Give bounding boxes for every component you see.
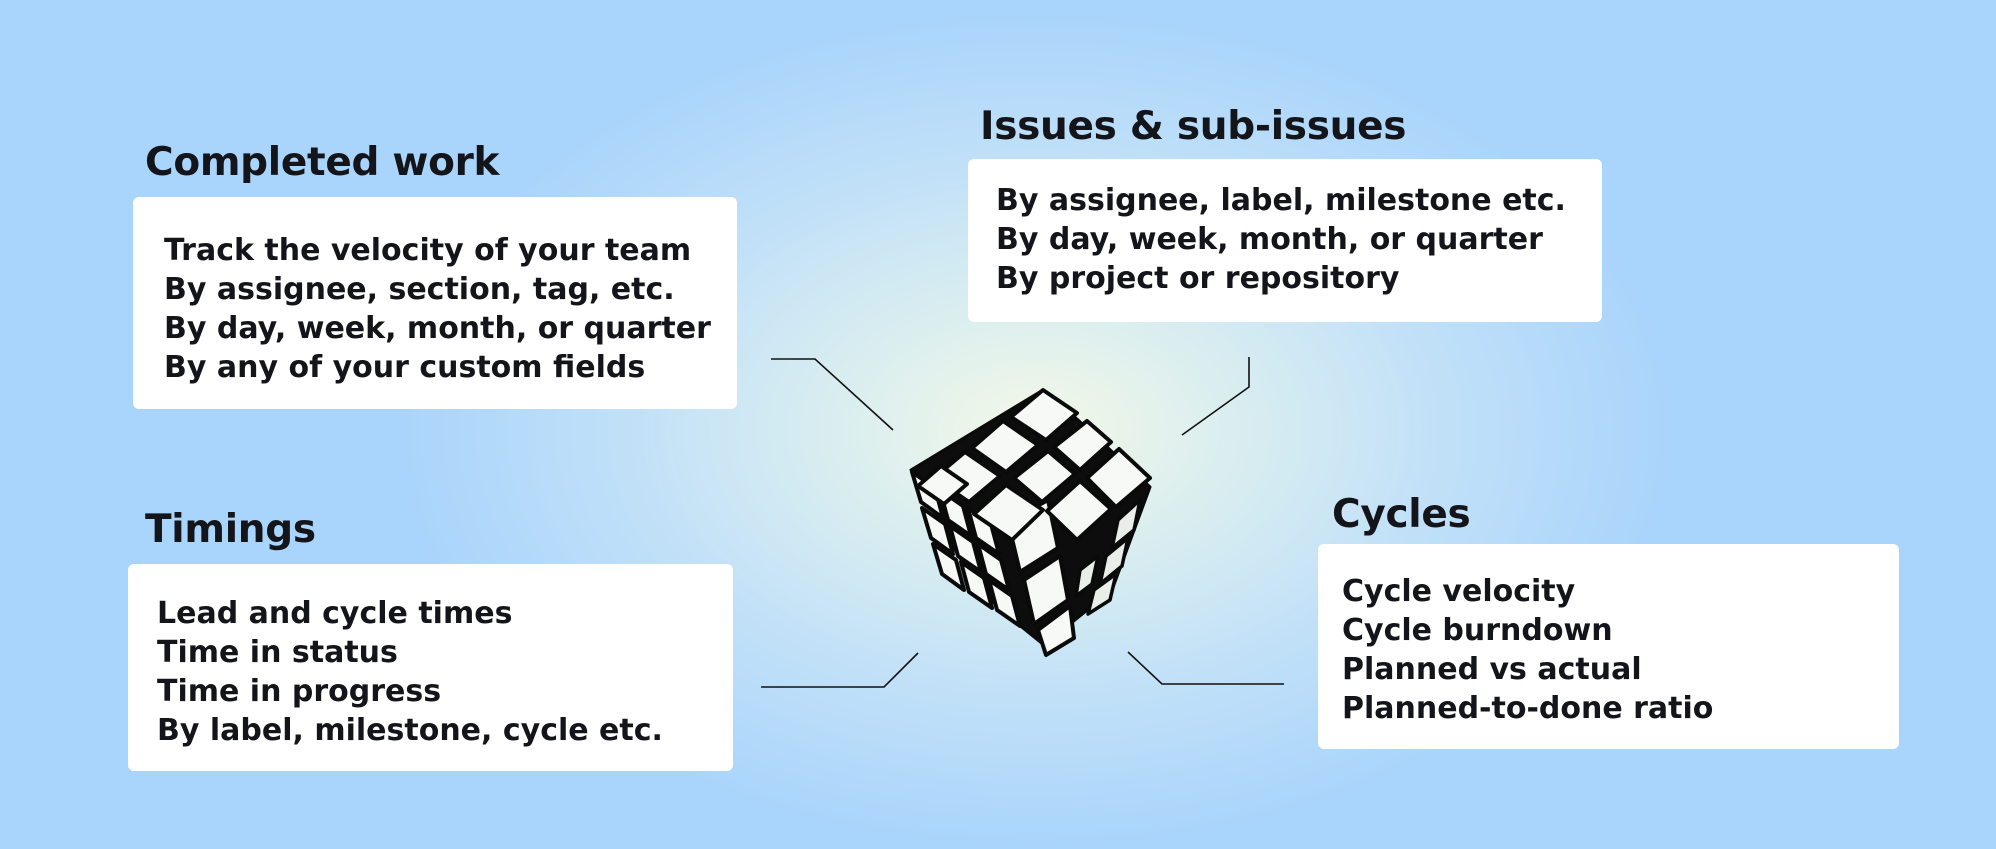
cube-top-face <box>916 388 1152 542</box>
connector-completed-work <box>771 358 894 431</box>
timings-item: Time in status <box>157 635 398 670</box>
completed-work-title: Completed work <box>145 140 500 185</box>
cycles-item: Planned-to-done ratio <box>1342 691 1714 726</box>
cycles-title: Cycles <box>1332 492 1471 537</box>
timings-card: Lead and cycle times Time in status Time… <box>128 564 733 771</box>
cube-front-face <box>1006 498 1076 657</box>
cube-left-face <box>910 470 1022 628</box>
issues-card: By assignee, label, milestone etc. By da… <box>968 159 1602 322</box>
connector-cycles <box>1127 651 1284 685</box>
issues-item: By assignee, label, milestone etc. <box>996 183 1566 218</box>
timings-item: By label, milestone, cycle etc. <box>157 713 663 748</box>
connector-timings <box>761 652 919 688</box>
completed-work-item: By assignee, section, tag, etc. <box>164 272 675 307</box>
timings-item: Lead and cycle times <box>157 596 513 631</box>
completed-work-item: Track the velocity of your team <box>164 233 692 268</box>
timings-title: Timings <box>145 507 316 552</box>
issues-title: Issues & sub-issues <box>980 104 1407 149</box>
issues-item: By day, week, month, or quarter <box>996 222 1543 257</box>
completed-work-item: By any of your custom fields <box>164 350 646 385</box>
completed-work-item: By day, week, month, or quarter <box>164 311 711 346</box>
timings-item: Time in progress <box>157 674 442 709</box>
cycles-item: Cycle velocity <box>1342 574 1576 609</box>
completed-work-card: Track the velocity of your team By assig… <box>133 197 737 409</box>
issues-item: By project or repository <box>996 261 1400 296</box>
cycles-card: Cycle velocity Cycle burndown Planned vs… <box>1318 544 1899 749</box>
cycles-item: Cycle burndown <box>1342 613 1613 648</box>
connector-issues <box>1181 357 1250 436</box>
cube-right-face <box>1074 498 1142 616</box>
cycles-item: Planned vs actual <box>1342 652 1642 687</box>
